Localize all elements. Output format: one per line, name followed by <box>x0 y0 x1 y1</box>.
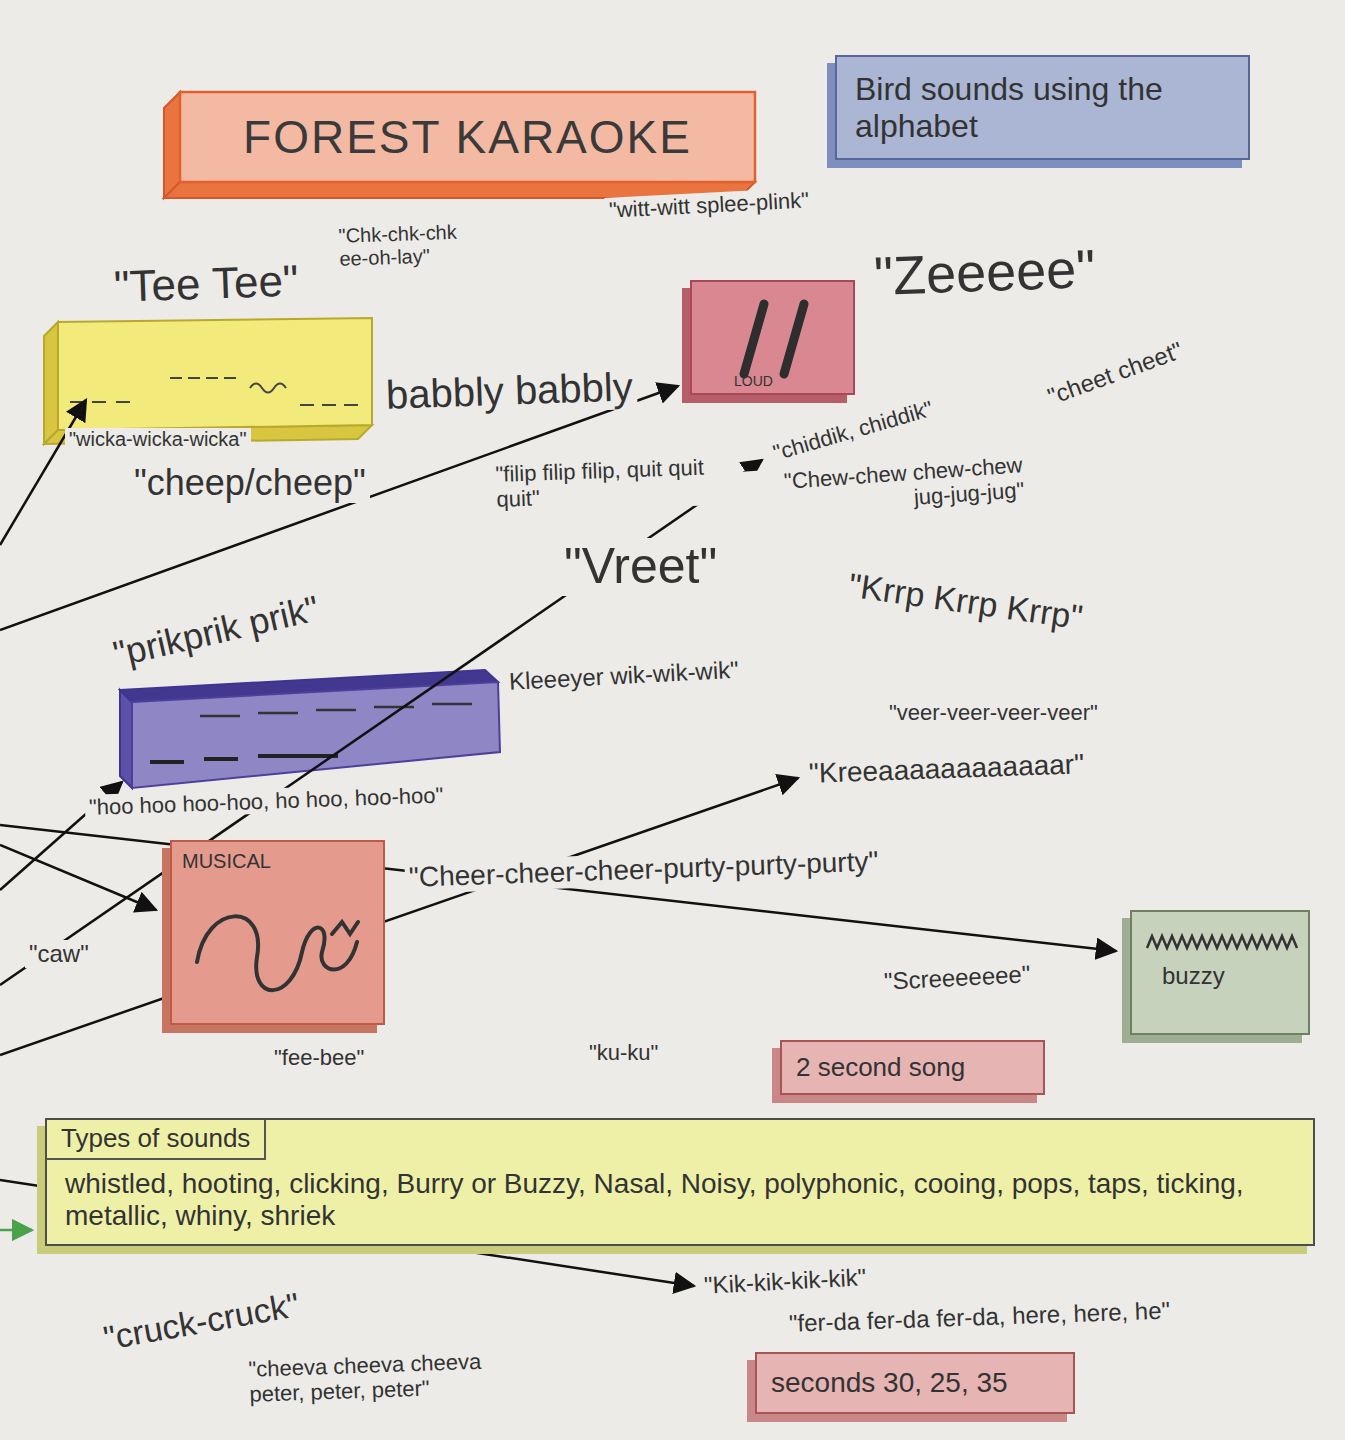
buzzy-box: buzzy <box>1130 910 1310 1035</box>
title-box-face <box>180 92 755 182</box>
whistle-squiggle <box>250 384 286 393</box>
bird-sound: "cruck-cruck" <box>97 1285 307 1359</box>
leader-arrow <box>0 778 798 1055</box>
whistle-box-side <box>44 322 58 444</box>
long-call-marks <box>150 756 338 762</box>
bird-sound: "chiddik, chiddik" <box>767 395 940 467</box>
title-box <box>164 92 755 198</box>
bird-sound: "Cheer-cheer-cheer-purty-purty-purty" <box>404 845 882 894</box>
bird-sound: "Vreet" <box>560 538 721 596</box>
sound-types-box: Types of soundswhistled, hooting, clicki… <box>45 1118 1315 1246</box>
sound-quality-label: MUSICAL <box>182 850 271 873</box>
duration-note: 2 second song <box>796 1053 965 1083</box>
bird-sound: "Tee Tee" <box>109 255 303 312</box>
loud-box: LOUD <box>690 280 855 395</box>
leader-arrow <box>0 1229 32 1232</box>
bird-sound: "Kik-kik-kik-kik" <box>699 1263 871 1299</box>
seconds-box: seconds 30, 25, 35 <box>755 1352 1075 1414</box>
bird-sound: "fee-bee" <box>270 1045 368 1070</box>
bird-sound: "prikprik prik" <box>105 587 326 676</box>
bird-sound: "wicka-wicka-wicka" <box>65 428 251 451</box>
bird-sound: "Chk-chk-chk ee-oh-lay" <box>334 219 494 270</box>
leader-arrow <box>0 825 1116 951</box>
bird-sound: "filip filip filip, quit quit quit" <box>491 453 741 512</box>
duration-note: seconds 30, 25, 35 <box>771 1367 1008 1399</box>
sound-types-list: whistled, hooting, clicking, Burry or Bu… <box>47 1160 1295 1232</box>
leader-arrow <box>0 845 156 910</box>
subtitle-text: Bird sounds using the alphabet <box>855 71 1230 145</box>
bird-sound: "fer-da fer-da fer-da, here, here, he" <box>785 1296 1175 1337</box>
bird-sound: "Screeeeeee" <box>879 960 1035 996</box>
bird-sound: "cheep/cheep" <box>130 462 370 503</box>
bird-sound: "Kreeaaaaaaaaaaaar" <box>804 748 1088 790</box>
long-call-box-face <box>132 682 500 788</box>
whistle-marks <box>70 378 358 405</box>
bird-sound: "caw" <box>25 940 93 968</box>
long-call-box-side <box>120 690 132 788</box>
loudness-label: LOUD <box>734 373 773 389</box>
musical-box: MUSICAL <box>170 840 385 1025</box>
buzz-zigzag <box>1147 936 1297 948</box>
bird-sound: "ku-ku" <box>585 1040 662 1065</box>
sound-quality-label: buzzy <box>1162 962 1225 990</box>
bird-sound: babbly babbly <box>381 363 637 418</box>
loud-slash <box>784 304 804 374</box>
melody-squiggle <box>197 916 358 990</box>
bird-sound: "cheeva cheeva cheeva peter, peter, pete… <box>244 1348 514 1408</box>
title-box-side <box>164 92 180 198</box>
bird-sound: "Zeeeee" <box>869 237 1101 307</box>
poster-title: FOREST KARAOKE <box>180 92 755 182</box>
leader-arrow <box>0 400 86 545</box>
whistle-box <box>44 318 372 444</box>
whistle-box-face <box>58 318 372 430</box>
loud-slash <box>744 304 764 374</box>
bird-sound: "cheet cheet" <box>1040 335 1190 412</box>
bird-sound: Kleeeyer wik-wik-wik" <box>504 656 743 696</box>
song-length-box: 2 second song <box>780 1040 1045 1095</box>
long-call-marks <box>200 704 472 716</box>
bird-sound: "veer-veer-veer-veer" <box>885 700 1102 725</box>
subtitle-box: Bird sounds using the alphabet <box>835 55 1250 160</box>
box-heading: Types of sounds <box>47 1120 266 1160</box>
bird-sound: "Krrp Krrp Krrp" <box>842 565 1089 638</box>
